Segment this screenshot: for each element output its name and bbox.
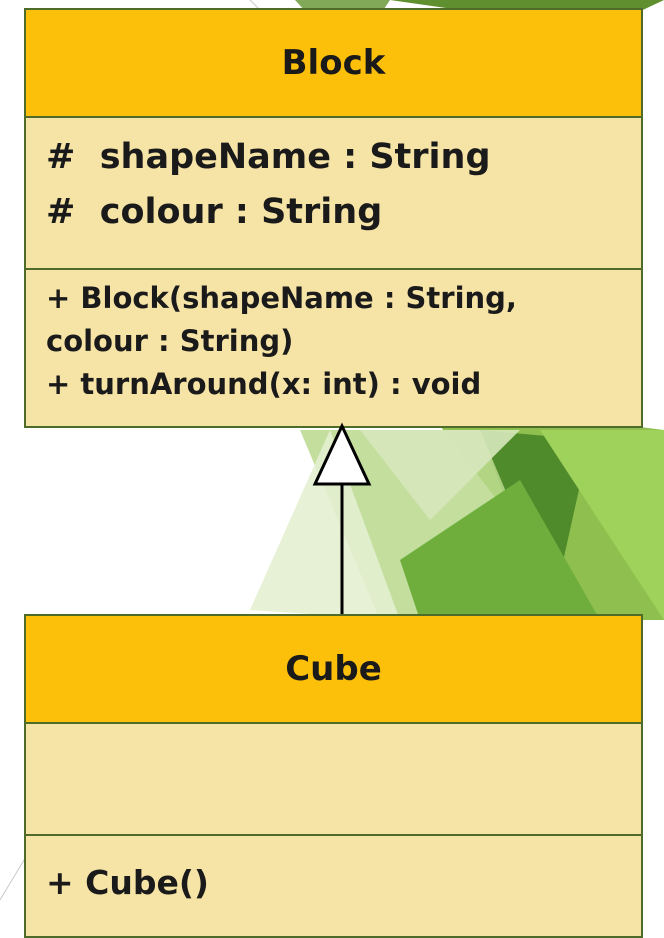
method: + Block(shapeName : String,	[46, 281, 517, 315]
method: + turnAround(x: int) : void	[46, 367, 482, 401]
class-name: Block	[26, 10, 641, 118]
method: + Cube()	[46, 863, 210, 902]
attributes-section	[26, 724, 641, 836]
methods-section: + Block(shapeName : String, colour : Str…	[26, 270, 641, 413]
class-name: Cube	[26, 616, 641, 724]
attribute: # colour : String	[46, 192, 383, 232]
methods-section: + Cube()	[26, 836, 641, 899]
method: colour : String)	[46, 324, 294, 358]
class-block: Block # shapeName : String # colour : St…	[24, 8, 643, 428]
attributes-section: # shapeName : String # colour : String	[26, 118, 641, 270]
class-cube: Cube + Cube()	[24, 614, 643, 938]
attribute: # shapeName : String	[46, 137, 491, 177]
